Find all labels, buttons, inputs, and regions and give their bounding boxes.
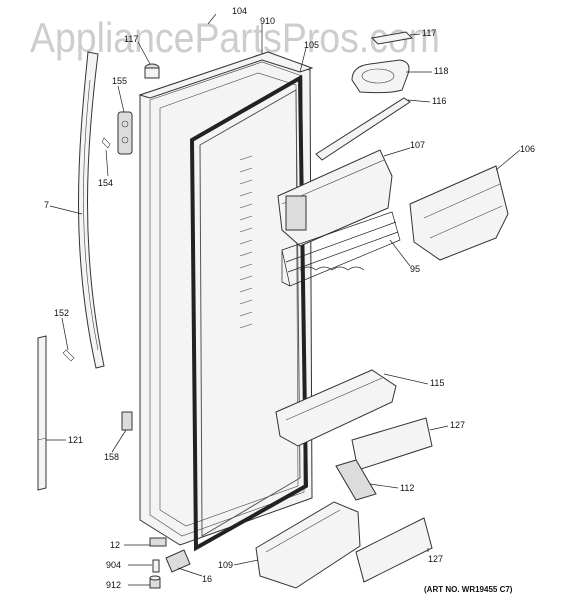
bushing (149, 575, 161, 589)
screw (101, 137, 111, 149)
door-bin-upper (277, 149, 393, 247)
callout-12: 12 (110, 540, 120, 550)
callout-95: 95 (410, 264, 420, 274)
leader-lines (46, 13, 521, 586)
shelf-rail (315, 97, 411, 161)
callout-106: 106 (520, 144, 535, 154)
art-number: (ART NO. WR19455 C7) (424, 585, 513, 594)
watermark: AppliancePartsPros.com (30, 14, 440, 61)
callout-121: 121 (68, 435, 83, 445)
callout-158: 158 (104, 452, 119, 462)
callout-112: 112 (400, 483, 414, 493)
callout-7: 7 (44, 200, 49, 210)
callout-115: 115 (430, 378, 444, 388)
snack-bin (409, 165, 509, 261)
dairy-door-cover (351, 59, 410, 94)
pin (152, 559, 160, 573)
callout-912: 912 (106, 580, 121, 590)
closer-cam (165, 549, 191, 573)
callout-107: 107 (410, 140, 425, 150)
callout-910: 910 (260, 16, 275, 26)
clip (121, 411, 133, 431)
callout-117-left: 117 (124, 34, 138, 44)
callout-109: 109 (218, 560, 233, 570)
callout-117-right: 117 (422, 28, 436, 38)
callout-154: 154 (98, 178, 113, 188)
callout-116: 116 (432, 96, 446, 106)
callout-16: 16 (202, 574, 212, 584)
door-handle (78, 51, 105, 369)
callout-152: 152 (54, 308, 69, 318)
callout-104: 104 (232, 6, 247, 16)
cover-cap (370, 31, 414, 45)
callout-127-lower: 127 (428, 554, 443, 564)
door-trim-strip (37, 335, 47, 491)
bin-end-cap (335, 459, 377, 501)
bottom-cam-plate (149, 537, 167, 547)
door-bin-lower (255, 501, 361, 589)
door-liner-ridges (239, 155, 253, 329)
bin-front-cover-lower (355, 517, 433, 583)
top-bushing (144, 63, 160, 79)
callout-118: 118 (434, 66, 448, 76)
callout-105: 105 (304, 40, 319, 50)
door-outer-panel (139, 51, 313, 546)
callout-127-upper: 127 (450, 420, 465, 430)
callout-labels: 104 910 117 105 117 118 155 116 107 106 … (44, 6, 535, 590)
wire-rack (281, 211, 401, 287)
bin-front-cover-upper (351, 417, 433, 471)
callout-904: 904 (106, 560, 121, 570)
door-gasket (189, 74, 309, 552)
handle-screw (62, 349, 75, 362)
door-bin-middle (275, 369, 397, 447)
hinge-bracket (117, 111, 133, 155)
callout-155: 155 (112, 76, 127, 86)
